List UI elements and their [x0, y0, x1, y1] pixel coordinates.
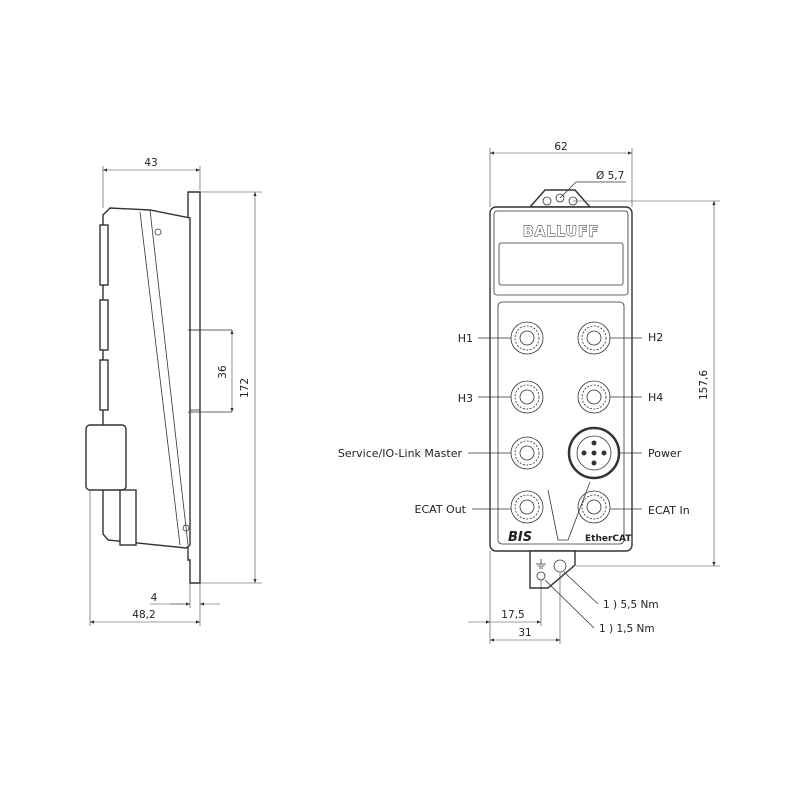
side-connector-5: [119, 489, 137, 546]
label-power: Power: [648, 447, 682, 460]
label-h4: H4: [648, 391, 663, 404]
dim-plate-thickness: 4: [151, 592, 158, 604]
label-h1: H1: [458, 332, 473, 345]
dim-total-depth: 48,2: [132, 609, 155, 621]
dim-depth: 43: [144, 157, 157, 169]
brand-logo: BALLUFF: [523, 224, 599, 240]
torque-note-2: 1 ) 1,5 Nm: [599, 623, 655, 635]
series-mark: BIS: [508, 530, 532, 545]
port-ecat-out: [510, 490, 544, 524]
display-window: [498, 242, 624, 286]
side-connector-3: [99, 359, 109, 411]
dim-height: 172: [239, 378, 251, 398]
label-ecat-in: ECAT In: [648, 504, 690, 517]
label-service: Service/IO-Link Master: [338, 447, 463, 460]
front-housing: [489, 206, 633, 552]
top-mounting-ear: [528, 189, 592, 208]
side-power-connector: [85, 424, 127, 491]
side-connector-2: [99, 299, 109, 351]
ground-icon: [536, 559, 546, 569]
front-view: BALLUFF: [338, 141, 720, 644]
dim-ground-width: 31: [518, 627, 531, 639]
side-connector-1: [99, 224, 109, 286]
dim-mount-spacing: 36: [217, 365, 229, 379]
side-view: 43 172 36 4 48,2: [85, 157, 262, 626]
ethercat-logo: EtherCAT: [585, 534, 632, 544]
label-ecat-out: ECAT Out: [415, 503, 467, 516]
port-power: [567, 426, 621, 480]
dim-height-front: 157,6: [698, 370, 710, 400]
dim-ground-offset: 17,5: [501, 609, 524, 621]
port-ecat-in: [577, 490, 611, 524]
label-h2: H2: [648, 331, 663, 344]
dim-hole-diameter: Ø 5,7: [596, 170, 624, 182]
dim-width: 62: [554, 141, 567, 153]
bottom-mounting-ear: [529, 550, 576, 589]
side-housing: [102, 207, 191, 549]
v-mark: [547, 481, 591, 541]
label-h3: H3: [458, 392, 473, 405]
torque-note-1: 1 ) 5,5 Nm: [603, 599, 659, 611]
